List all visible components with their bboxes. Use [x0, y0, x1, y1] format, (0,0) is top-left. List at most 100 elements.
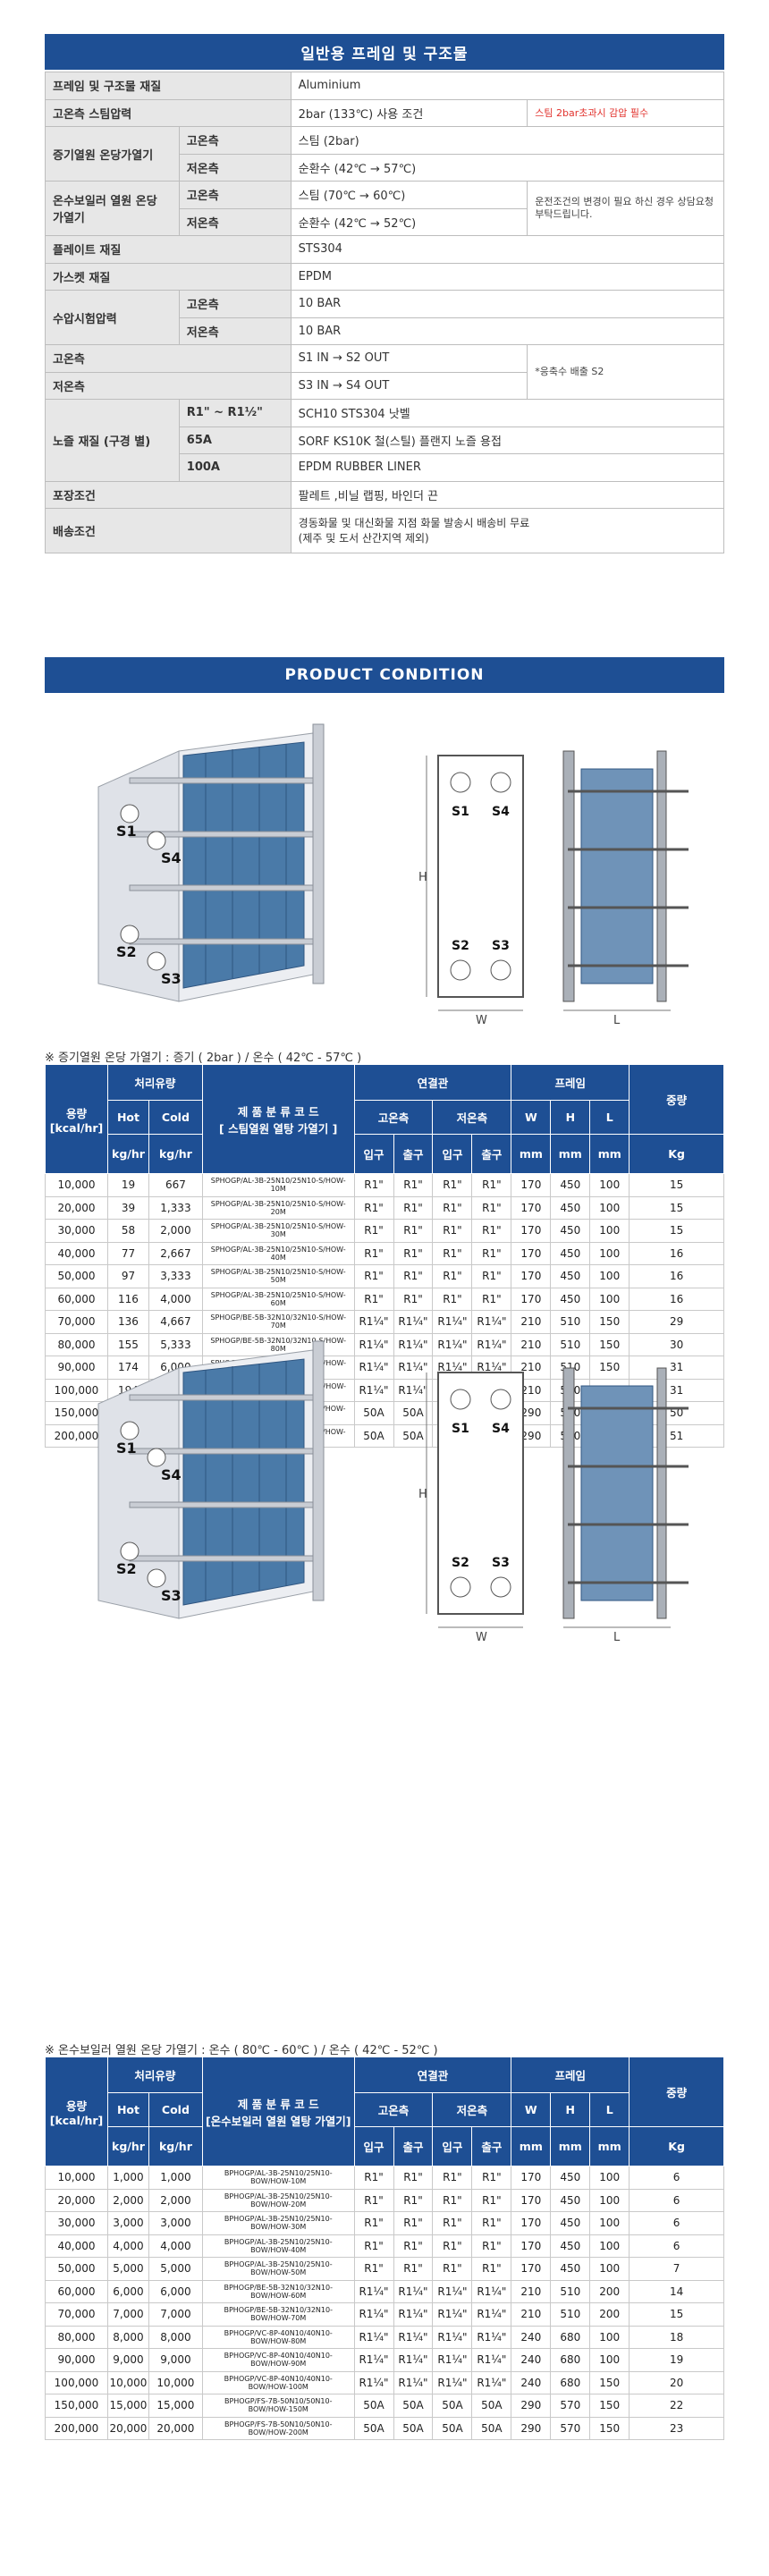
header-label: 프레임	[554, 2069, 587, 2082]
heat-exchanger-diagram: S1 S4 S2 S3 H W S1 S4 S2 S3 L	[97, 723, 689, 1027]
table-cell: 7,000	[148, 2302, 203, 2327]
header-label: Hot	[116, 1111, 139, 1124]
spec-label: 플레이트 재질	[45, 235, 292, 264]
table-cell: R1¼"	[471, 1332, 512, 1356]
header-label: 출구	[402, 1148, 424, 1161]
table-cell: 31	[629, 1356, 724, 1380]
port-label-s4: S4	[492, 1422, 510, 1436]
header-label: mm	[558, 2140, 582, 2153]
port-label-s2: S2	[116, 1560, 137, 1577]
table-cell: 240	[511, 2370, 552, 2394]
table-cell: R1"	[432, 2234, 473, 2258]
header-cell: 출구	[393, 2126, 434, 2166]
table-cell: 150,000	[45, 1401, 108, 1425]
table-cell: SPHOGP/AL-3B-25N10/25N10-S/HOW-50M	[201, 1264, 355, 1288]
table-cell: 70,000	[45, 2302, 108, 2327]
spec-label: 노즐 재질 (구경 별)	[45, 399, 180, 482]
table-cell: R1"	[432, 1219, 473, 1243]
header-label: Cold	[161, 1111, 190, 1124]
table-cell: R1¼"	[471, 2370, 512, 2394]
table-cell: 1,333	[148, 1195, 203, 1220]
table-cell: R1¼"	[393, 2348, 434, 2372]
table-cell: 240	[511, 2348, 552, 2372]
table-cell: SPHOGP/BE-5B-32N10/32N10-S/HOW-80M	[201, 1332, 355, 1356]
table-cell: 20,000	[45, 2188, 108, 2212]
table-cell: 2,000	[148, 1219, 203, 1243]
table-cell: 9,000	[148, 2348, 203, 2372]
table-cell: 30	[629, 1332, 724, 1356]
spec-value: EPDM RUBBER LINER	[290, 453, 725, 482]
table-cell: 100,000	[45, 2370, 108, 2394]
table-cell: 20,000	[148, 2416, 203, 2440]
table-cell: BPHOGP/BE-5B-32N10/32N10-BOW/HOW-60M	[201, 2279, 355, 2303]
header-cell: 입구	[432, 1134, 473, 1174]
header-cell: 고온측	[353, 1100, 434, 1135]
port-label-s4: S4	[492, 805, 510, 819]
table-cell: R1"	[471, 1264, 512, 1288]
table-cell: 100	[589, 2166, 630, 2190]
table-cell: R1¼"	[353, 1310, 394, 1334]
general-title-banner: 일반용 프레임 및 구조물	[45, 34, 724, 70]
header-cell: 저온측	[432, 2092, 512, 2127]
table-cell: R1¼"	[432, 2348, 473, 2372]
port-label-s3: S3	[161, 970, 182, 987]
spec-sublabel: 고온측	[178, 181, 292, 209]
port-label-s1: S1	[116, 1440, 137, 1457]
table-cell: 510	[550, 2279, 591, 2303]
table-cell: 510	[550, 1310, 591, 1334]
ship-line-1: 경동화물 및 대신화물 지점 화물 발송시 배송비 무료	[298, 516, 530, 529]
spec-sublabel: 100A	[178, 453, 292, 482]
header-label: Kg	[668, 2140, 685, 2153]
header-cell: 처리유량	[106, 2057, 203, 2093]
table-cell: 5,333	[148, 1332, 203, 1356]
table-cell: 15	[629, 1219, 724, 1243]
header-cell: L	[589, 2092, 630, 2127]
table-cell: 170	[511, 1264, 552, 1288]
front-view-drawing: H W S1 S4 S2 S3	[418, 755, 524, 1027]
header-label: W	[524, 1111, 537, 1124]
table-cell: 50,000	[45, 2257, 108, 2281]
table-cell: 170	[511, 2188, 552, 2212]
spec-sublabel: 65A	[178, 426, 292, 454]
header-cell: 중량	[629, 1064, 724, 1135]
table-cell: 170	[511, 1287, 552, 1311]
port-label-s2: S2	[452, 939, 469, 953]
spec-row-steam-cold: 저온측 순환수 (42℃ → 57℃)	[46, 153, 725, 182]
table-cell: R1¼"	[393, 1310, 434, 1334]
table-cell: SPHOGP/AL-3B-25N10/25N10-S/HOW-60M	[201, 1287, 355, 1311]
header-cell: 입구	[432, 2126, 473, 2166]
table-cell: R1"	[471, 2211, 512, 2235]
table-cell: R1"	[432, 2188, 473, 2212]
spec-row-test-cold: 저온측 10 BAR	[46, 317, 725, 345]
table-cell: R1¼"	[471, 2325, 512, 2349]
table-cell: 6,000	[106, 2279, 149, 2303]
spec-table: 프레임 및 구조물 재질 Aluminium 고온측 스팀압력 2bar (13…	[45, 72, 725, 553]
table-cell: 77	[106, 1241, 149, 1265]
table-cell: 6	[629, 2188, 724, 2212]
header-cell: Kg	[629, 2126, 724, 2166]
table-cell: BPHOGP/BE-5B-32N10/32N10-BOW/HOW-70M	[201, 2302, 355, 2327]
port-label-s3: S3	[492, 1556, 510, 1570]
table-cell: R1"	[393, 1287, 434, 1311]
consult-note: 운전조건의 변경이 필요 하신 경우 상담요청 부탁드립니다.	[527, 181, 724, 236]
table-cell: 22	[629, 2394, 724, 2418]
spec-row-ship: 배송조건 경동화물 및 대신화물 지점 화물 발송시 배송비 무료 (제주 및 …	[45, 508, 725, 553]
table-cell: R1¼"	[432, 2279, 473, 2303]
table-cell: 450	[550, 1173, 591, 1197]
spec-label: 고온측	[45, 344, 292, 373]
table-cell: R1"	[353, 2211, 394, 2235]
header-label: mm	[519, 2140, 543, 2153]
header-cell: Cold	[148, 1100, 203, 1135]
header-label: 입구	[442, 1148, 463, 1161]
table-cell: R1¼"	[393, 2370, 434, 2394]
table-cell: 200,000	[45, 2416, 108, 2440]
table-cell: 50A	[353, 2416, 394, 2440]
header-label: mm	[519, 1147, 543, 1161]
header-label: W	[524, 2103, 537, 2116]
table-cell: R1"	[353, 1219, 394, 1243]
